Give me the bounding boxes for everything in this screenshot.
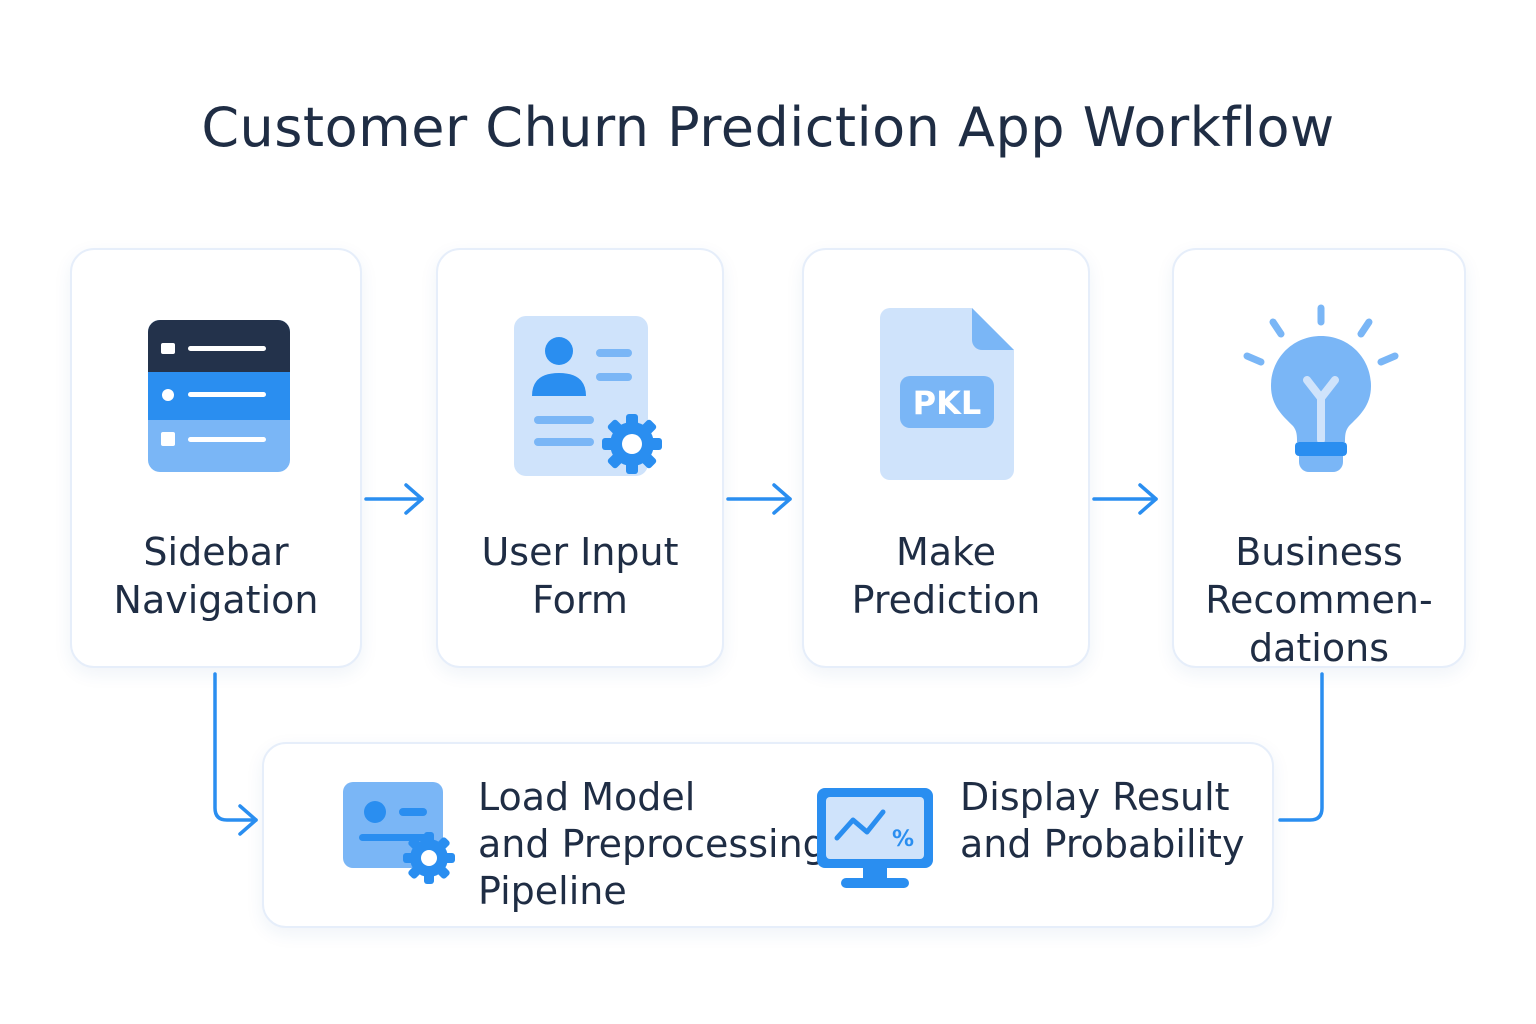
step-card-make-prediction: PKL Make Prediction bbox=[802, 248, 1090, 668]
arrow-right-icon bbox=[726, 483, 792, 515]
step-card-business-recommendations: Business Recommen- dations bbox=[1172, 248, 1466, 670]
lightbulb-icon bbox=[1243, 304, 1399, 472]
id-card-gear-icon bbox=[343, 782, 455, 884]
arrow-right-icon bbox=[364, 483, 424, 515]
connector-line bbox=[1278, 672, 1324, 822]
bottom-card: Load Model and Preprocessing Pipeline % … bbox=[262, 742, 1274, 928]
monitor-chart-icon: % bbox=[817, 788, 933, 888]
bottom-label-display-result: Display Result and Probability bbox=[960, 775, 1245, 866]
step-label: Business Recommen- dations bbox=[1205, 530, 1433, 670]
user-form-gear-icon bbox=[514, 316, 662, 476]
percent-glyph: % bbox=[892, 827, 914, 852]
step-label: Make Prediction bbox=[851, 530, 1041, 622]
bottom-label-load-model: Load Model and Preprocessing Pipeline bbox=[478, 775, 827, 913]
step-label: User Input Form bbox=[481, 530, 679, 622]
step-label: Sidebar Navigation bbox=[113, 530, 319, 622]
pkl-badge-text: PKL bbox=[913, 384, 982, 422]
sidebar-menu-icon bbox=[148, 320, 290, 472]
arrow-down-right-icon bbox=[213, 672, 258, 836]
step-card-sidebar-navigation: Sidebar Navigation bbox=[70, 248, 362, 668]
page-title: Customer Churn Prediction App Workflow bbox=[201, 96, 1335, 159]
pkl-file-icon: PKL bbox=[880, 308, 1014, 480]
step-card-user-input-form: User Input Form bbox=[436, 248, 724, 668]
arrow-right-icon bbox=[1092, 483, 1158, 515]
